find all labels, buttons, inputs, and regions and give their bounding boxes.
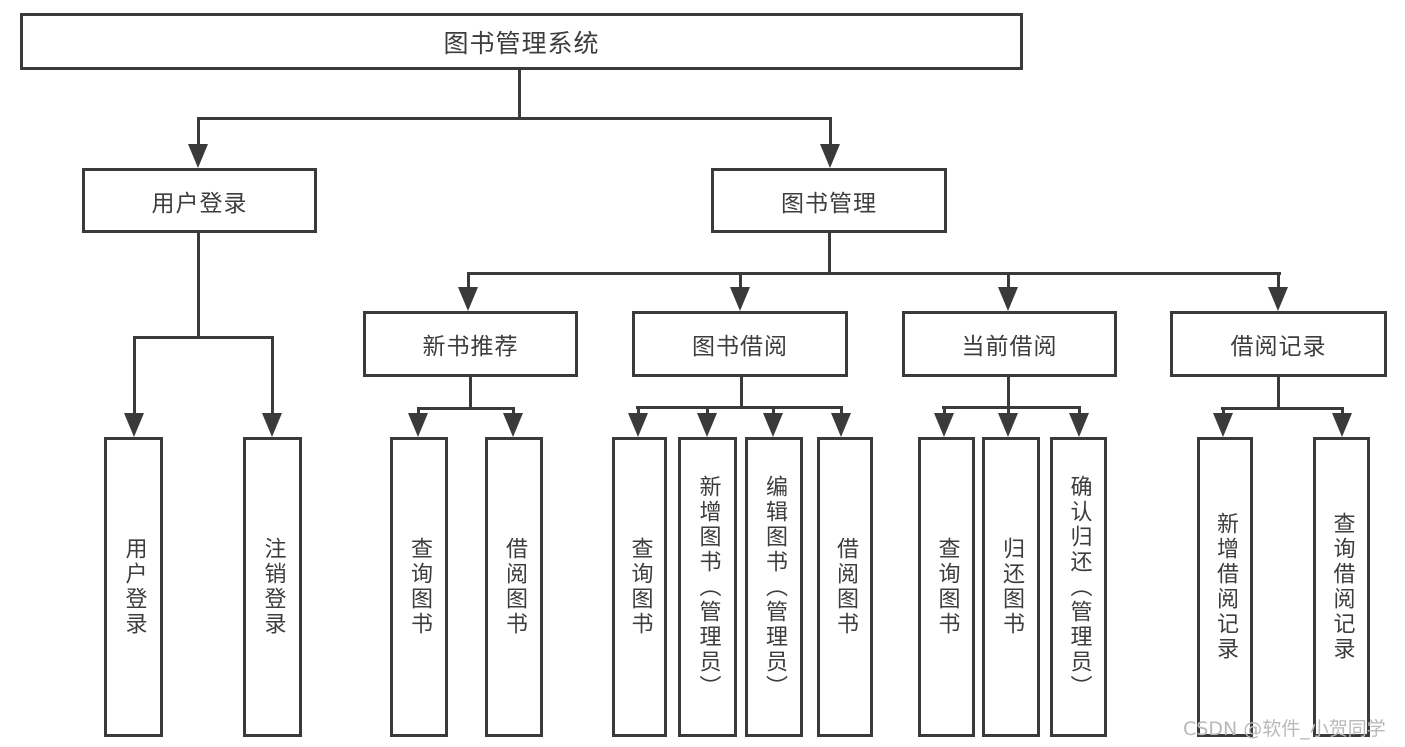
flow-arrow-down-icon [188, 117, 208, 168]
leaf-confirm-return-admin: 确认归还（管理员） [1050, 437, 1107, 737]
leaf-query-books-1: 查询图书 [390, 437, 448, 737]
node-label: 查询图书 [407, 537, 432, 637]
node-label: 用户登录 [121, 537, 147, 637]
leaf-query-books-2: 查询图书 [612, 437, 667, 737]
flow-arrow-down-icon [831, 408, 851, 437]
leaf-borrow-books-1: 借阅图书 [485, 437, 543, 737]
line-vertical [469, 375, 472, 410]
flow-arrow-down-icon [503, 409, 523, 437]
line-horizontal [417, 407, 515, 410]
node-label: 图书管理 [781, 190, 877, 217]
flow-arrow-down-icon [730, 274, 750, 311]
line-horizontal [942, 406, 1081, 409]
flow-arrow-down-icon [458, 274, 478, 311]
flow-arrow-down-icon [934, 408, 954, 437]
flow-arrow-down-icon [262, 338, 282, 437]
node-label: 新增借阅记录 [1213, 512, 1238, 662]
flow-arrow-down-icon [1332, 409, 1352, 437]
leaf-return-books: 归还图书 [982, 437, 1040, 737]
flow-arrow-down-icon [820, 117, 840, 168]
line-horizontal [636, 406, 843, 409]
leaf-query-books-3: 查询图书 [918, 437, 975, 737]
node-label: 借阅图书 [833, 537, 858, 637]
node-label: 确认归还（管理员） [1066, 474, 1092, 700]
line-horizontal [467, 272, 1281, 275]
leaf-edit-books-admin: 编辑图书（管理员） [745, 437, 803, 737]
node-label: 查询图书 [627, 537, 653, 637]
node-label: 当前借阅 [961, 334, 1058, 360]
node-label: 新书推荐 [422, 334, 519, 360]
node-label: 借阅图书 [502, 537, 527, 637]
node-current-borrowing: 当前借阅 [902, 311, 1117, 377]
node-label: 用户登录 [151, 190, 248, 217]
node-label: 注销登录 [260, 537, 286, 637]
node-borrowing-records: 借阅记录 [1170, 311, 1387, 377]
node-label: 归还图书 [999, 537, 1024, 637]
leaf-add-borrow-record: 新增借阅记录 [1197, 437, 1253, 737]
node-book-borrowing: 图书借阅 [632, 311, 848, 377]
flow-arrow-down-icon [408, 409, 428, 437]
line-horizontal [197, 117, 831, 120]
line-vertical [1277, 375, 1280, 410]
line-vertical [1007, 375, 1010, 409]
flow-arrow-down-icon [628, 408, 648, 437]
node-user-login: 用户登录 [82, 168, 317, 233]
flow-arrow-down-icon [1069, 408, 1089, 437]
node-root-library-system: 图书管理系统 [20, 13, 1023, 70]
node-label: 借阅记录 [1230, 334, 1327, 360]
flow-arrow-down-icon [1268, 274, 1288, 311]
watermark: CSDN @软件_小贺同学 [1183, 718, 1386, 740]
line-vertical [197, 230, 200, 339]
flow-arrow-down-icon [763, 408, 783, 437]
node-label: 查询图书 [934, 537, 960, 637]
leaf-borrow-books-2: 借阅图书 [817, 437, 873, 737]
line-vertical [740, 375, 743, 409]
leaf-logout: 注销登录 [243, 437, 302, 737]
node-label: 查询借阅记录 [1329, 512, 1355, 662]
node-new-book-recommend: 新书推荐 [363, 311, 578, 377]
leaf-query-borrow-record: 查询借阅记录 [1313, 437, 1370, 737]
node-book-management: 图书管理 [711, 168, 947, 233]
node-label: 图书借阅 [692, 334, 788, 360]
flow-arrow-down-icon [124, 338, 144, 437]
leaf-user-login: 用户登录 [104, 437, 163, 737]
leaf-add-books-admin: 新增图书（管理员） [678, 437, 737, 737]
line-vertical [828, 231, 831, 275]
flow-arrow-down-icon [1213, 409, 1233, 437]
line-vertical [518, 68, 521, 120]
line-horizontal [1221, 407, 1344, 410]
flow-arrow-down-icon [697, 408, 717, 437]
node-label: 新增图书（管理员） [695, 474, 721, 700]
flow-arrow-down-icon [998, 408, 1018, 437]
node-label: 图书管理系统 [443, 28, 600, 58]
flow-arrow-down-icon [998, 274, 1018, 311]
line-horizontal [133, 336, 274, 339]
node-label: 编辑图书（管理员） [762, 474, 787, 700]
